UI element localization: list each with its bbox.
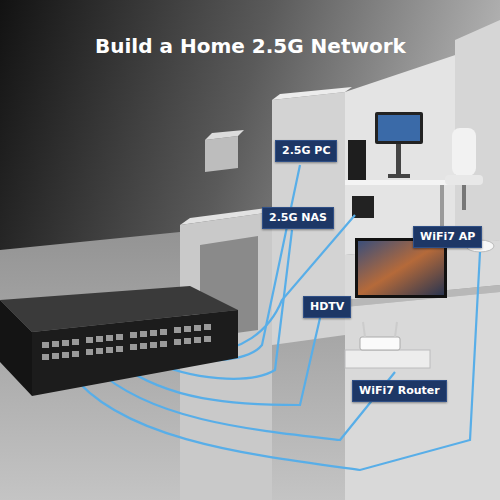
device-label: WiFi7 Router (352, 380, 447, 402)
label-text: WiFi7 Router (359, 384, 440, 398)
label-text: 2.5G PC (282, 144, 330, 158)
device-label: 2.5G PC (275, 140, 337, 162)
device-label: 2.5G NAS (262, 207, 334, 229)
device-label: WiFi7 AP (413, 226, 482, 248)
label-text: 2.5G NAS (269, 211, 327, 225)
device-label: HDTV (303, 296, 351, 318)
label-text: HDTV (310, 300, 344, 314)
diagram-title: Build a Home 2.5G Network (95, 34, 406, 58)
label-text: WiFi7 AP (420, 230, 475, 244)
